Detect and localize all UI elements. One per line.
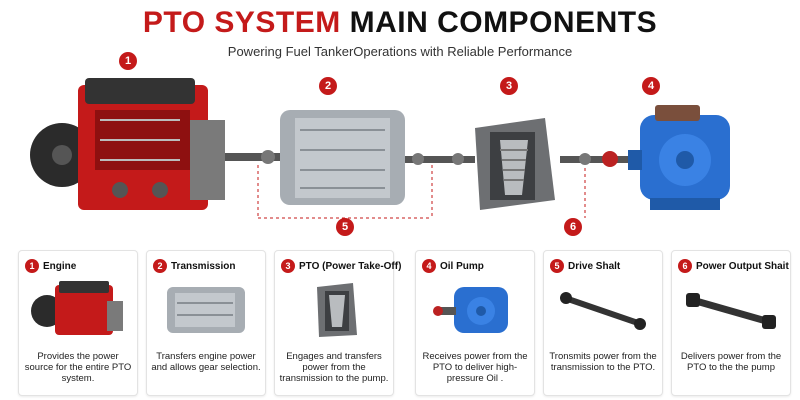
oil-pump-icon [628,105,730,210]
card-number: 3 [281,259,295,273]
card-pto: 3 PTO (Power Take-Off) Engages and trans… [274,250,401,396]
page-subtitle: Powering Fuel TankerOperations with Reli… [227,44,573,59]
card-header: 2 Transmission [153,259,261,273]
shaft-pto-pump [560,156,635,163]
card-number: 2 [153,259,167,273]
pto-icon [317,283,357,337]
card-description: Transfers engine power and allows gear s… [151,351,261,373]
card-description: Delivers power from the PTO to the the p… [680,351,782,373]
card-header: 4 Oil Pump [422,259,530,273]
card-label: Power Output Shait [696,260,789,272]
card-description: Receives power from the PTO to deliver h… [422,351,528,384]
card-header: 3 PTO (Power Take-Off) [281,259,401,273]
marker-3: 3 [500,77,518,95]
system-illustration [0,60,800,240]
pto-icon [475,118,555,210]
marker-4: 4 [642,77,660,95]
card-description: Provides the power source for the entire… [24,351,132,384]
card-number: 6 [678,259,692,273]
u-joint-4 [579,153,591,165]
u-joint-3 [452,153,464,165]
transmission-icon [167,287,245,333]
card-oil-pump: 4 Oil Pump Receives power from the PTO t… [415,250,535,396]
card-label: PTO (Power Take-Off) [299,260,402,272]
u-joint-2 [412,153,424,165]
coupling-disc [602,151,618,167]
card-number: 4 [422,259,436,273]
card-header: 6 Power Output Shait [678,259,789,273]
card-description: Engages and transfers power from the tra… [279,351,389,384]
transmission-icon [280,110,405,205]
shaft-transmission-pto [405,156,475,163]
drive-shaft-icon [560,292,646,330]
engine-icon [30,78,225,210]
card-number: 1 [25,259,39,273]
oil-pump-icon [433,287,508,333]
card-header: 5 Drive Shalt [550,259,658,273]
marker-1: 1 [119,52,137,70]
card-transmission: 2 Transmission Transfers engine power an… [146,250,266,396]
card-label: Transmission [171,260,236,272]
u-joint-1 [261,150,275,164]
card-output-shaft: 6 Power Output Shait Delivers power from… [671,250,791,396]
card-number: 5 [550,259,564,273]
marker-6: 6 [564,218,582,236]
engine-icon [31,281,123,335]
shaft-engine-transmission [225,153,285,161]
title-dark: MAIN COMPONENTS [349,6,658,39]
output-shaft-icon [686,293,776,329]
marker-2: 2 [319,77,337,95]
card-description: Tronsmits power from the transmission to… [549,351,657,373]
marker-5: 5 [336,218,354,236]
card-engine: 1 Engine Provides the power source for t… [18,250,138,396]
card-label: Drive Shalt [568,260,621,272]
title-red: PTO SYSTEM [142,6,341,39]
component-cards: 1 Engine Provides the power source for t… [18,250,791,396]
card-label: Engine [43,260,77,272]
page-title: PTO SYSTEM MAIN COMPONENTS [0,6,800,40]
card-label: Oil Pump [440,260,484,272]
card-drive-shaft: 5 Drive Shalt Tronsmits power from the t… [543,250,663,396]
card-header: 1 Engine [25,259,133,273]
pto-system-diagram [30,78,730,219]
